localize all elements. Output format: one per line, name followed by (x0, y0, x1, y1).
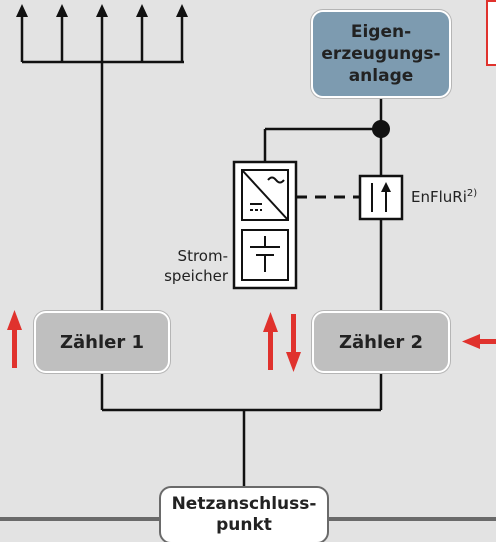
storage-label-line2: speicher (164, 267, 228, 285)
main-wires (100, 62, 383, 486)
consumer-arrowheads (16, 4, 188, 17)
consumer-arrow-1 (16, 4, 28, 17)
meter-1-label: Zähler 1 (59, 331, 145, 353)
junction-node (372, 120, 390, 138)
generation-plant: Eigen- erzeugungs- anlage (311, 10, 451, 98)
consumer-arrow-2 (56, 4, 68, 17)
generation-plant-line3: anlage (348, 66, 414, 86)
flow-device-name: EnFluRi (411, 188, 467, 206)
flow-device-footnote: 2) (466, 188, 478, 199)
generation-plant-line1: Eigen- (350, 22, 412, 42)
external-arrow (462, 334, 496, 349)
consumer-arrow-3 (96, 4, 108, 17)
cropped-callout-box (486, 0, 496, 66)
consumer-arrow-4 (136, 4, 148, 17)
meter-1: Zähler 1 (34, 311, 170, 373)
storage-unit (232, 160, 298, 290)
grid-connection-line2: punkt (216, 515, 272, 535)
meter1-import-arrow (7, 310, 22, 368)
storage-label: Strom- speicher (150, 246, 228, 286)
storage-label-line1: Strom- (177, 247, 228, 265)
meter-2: Zähler 2 (312, 311, 450, 373)
meter2-export-arrow (286, 314, 301, 372)
generation-plant-line2: erzeugungs- (321, 44, 441, 64)
flow-arrows (7, 310, 496, 372)
grid-connection-line1: Netzanschluss- (171, 494, 317, 514)
consumer-distribution (20, 12, 184, 64)
flow-device-label: EnFluRi2) (411, 188, 477, 206)
grid-connection-point: Netzanschluss- punkt (159, 486, 329, 542)
meter-2-label: Zähler 2 (338, 331, 424, 353)
flow-direction-device (358, 174, 404, 221)
consumer-arrow-5 (176, 4, 188, 17)
meter2-import-arrow (263, 312, 278, 370)
